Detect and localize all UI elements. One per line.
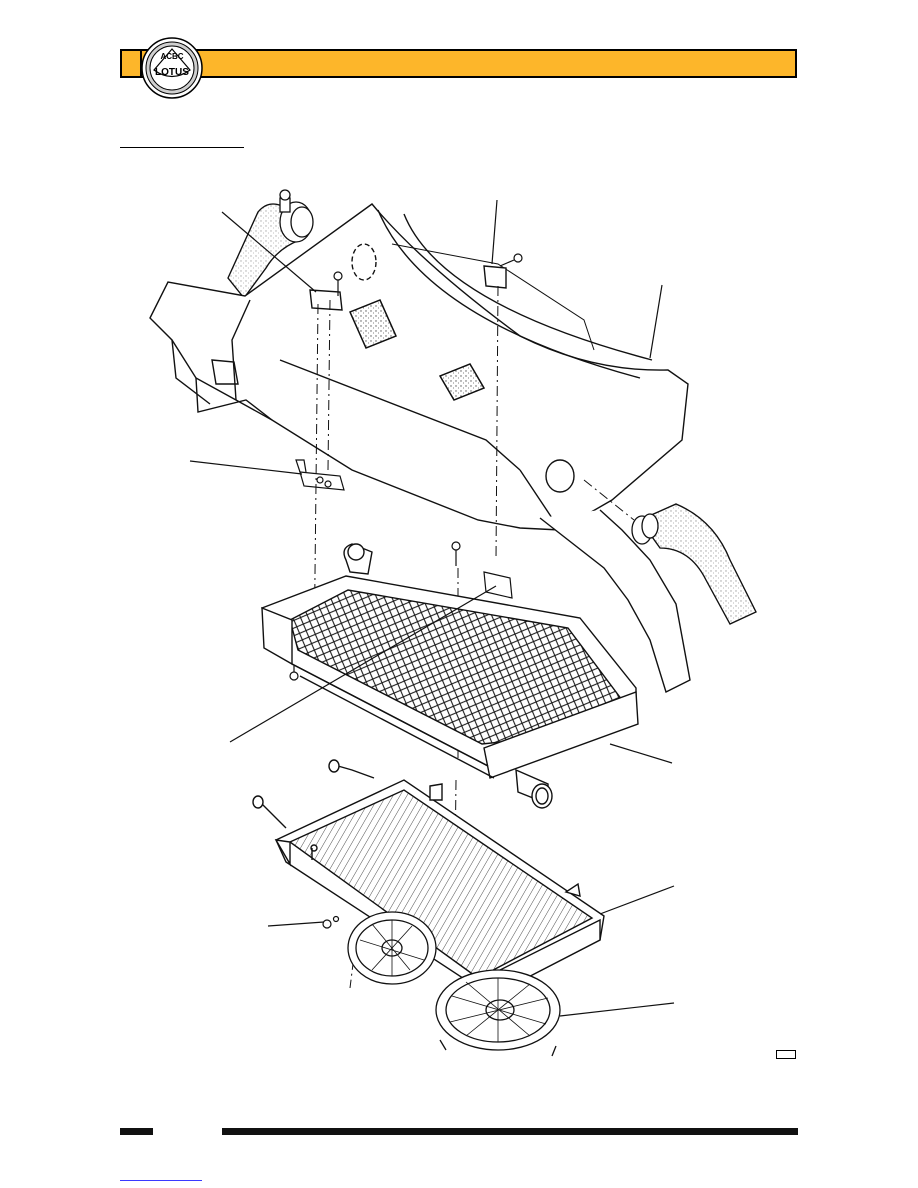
cooling-fan-left <box>347 911 437 985</box>
radiator <box>261 543 639 809</box>
callout-leaders <box>189 199 675 1017</box>
fixing-bolts <box>289 253 523 929</box>
mounting-brackets <box>295 459 513 599</box>
coolant-hose-left <box>227 189 314 300</box>
logo-text: LOTUS <box>155 67 189 78</box>
header-bar <box>120 49 797 78</box>
coolant-hose-right <box>631 503 757 625</box>
title-rule <box>120 147 244 148</box>
cooling-fan-right <box>435 969 561 1057</box>
radiator-crossmember-duct <box>149 203 691 693</box>
footer-bar <box>222 1128 798 1135</box>
footer-stub <box>120 1128 153 1135</box>
bottom-link-underline <box>120 1180 202 1181</box>
svg-text:ACBC: ACBC <box>160 52 183 61</box>
lotus-logo-icon: ACBC LOTUS <box>141 37 203 99</box>
air-conditioning-condenser <box>252 759 605 1006</box>
reference-box <box>776 1050 796 1059</box>
header-stub <box>120 49 142 78</box>
